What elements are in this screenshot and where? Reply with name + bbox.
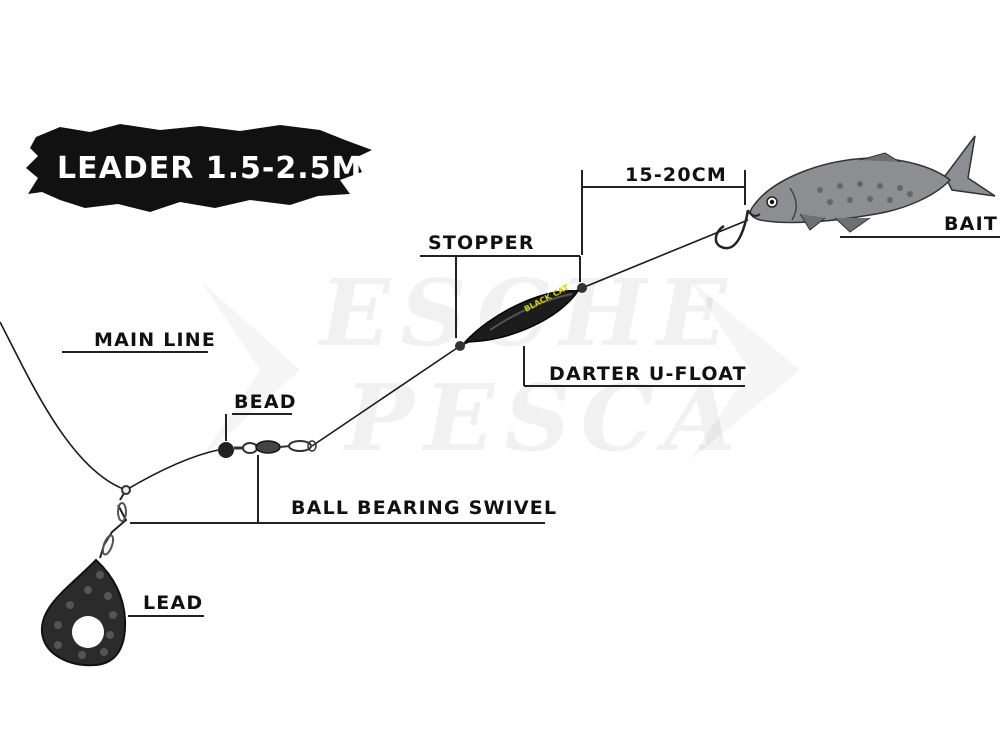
darter-u-float-label: DARTER U-FLOAT [549,363,747,385]
bead [218,442,234,458]
leader-line [311,345,461,447]
leader-line-bait [581,219,749,289]
banner-text: LEADER 1.5-2.5M [57,151,362,186]
lead-sinker [40,485,131,667]
leader-banner: LEADER 1.5-2.5M [26,124,372,212]
main-line [0,321,127,491]
swivel-ring [242,442,258,454]
watermark-arrow-right-icon [690,280,800,460]
watermark-arrow-left-icon [200,280,300,460]
swivel-body [255,440,281,454]
snap-clip [288,440,312,452]
bead-label: BEAD [234,391,297,413]
distance-label: 15-20CM [625,164,727,186]
main-line-label: MAIN LINE [94,329,216,351]
stopper-bottom [455,341,465,351]
darter-u-float [463,290,580,343]
bead-and-swivel [218,440,317,458]
lead-hole [72,616,104,648]
bait-label: BAIT [944,213,998,235]
lead-label: LEAD [143,592,203,614]
label-lines [62,170,1000,617]
fish-hook [714,209,750,250]
ball-bearing-swivel-label: BALL BEARING SWIVEL [291,497,557,519]
lead-weight [40,558,127,667]
fish-body [749,157,952,224]
line-to-bead [125,449,219,491]
stopper-label: STOPPER [428,232,535,254]
fish-tail [944,135,996,197]
banner-shape [26,124,372,212]
stopper-top [577,283,587,293]
bait-fish [714,135,996,250]
